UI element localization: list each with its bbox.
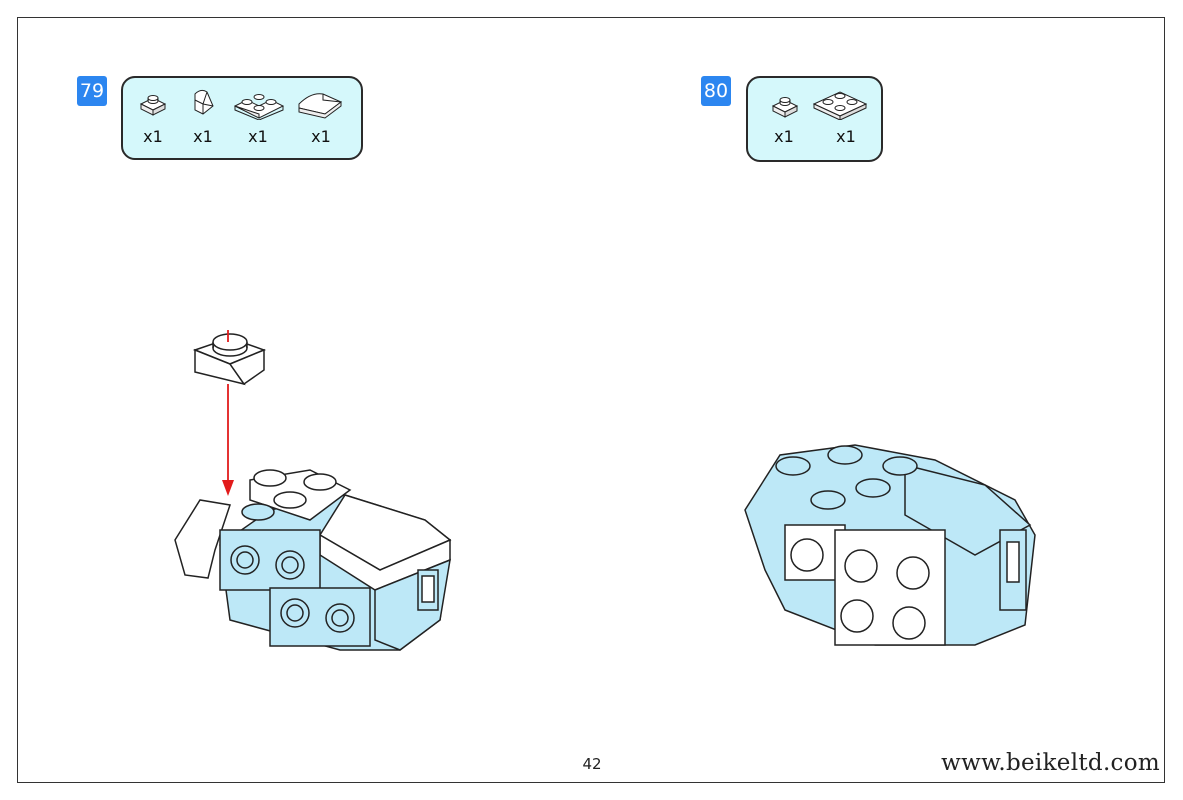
plate-2x2-corner-icon — [229, 86, 289, 120]
step-80-model — [744, 444, 1036, 646]
step-number-badge: 79 — [77, 76, 107, 106]
tile-slope-icon — [293, 86, 349, 120]
page-frame — [17, 17, 1165, 783]
part-quantity: x1 — [311, 127, 331, 146]
part-quantity: x1 — [836, 127, 856, 146]
submarine-body — [174, 469, 452, 651]
part-quantity: x1 — [248, 127, 268, 146]
curved-slope-icon — [178, 86, 228, 120]
step-79-model — [174, 330, 452, 651]
new-plate-1x1 — [192, 333, 267, 386]
placement-arrow — [222, 330, 234, 496]
page-number: 42 — [582, 755, 602, 773]
part-quantity: x1 — [193, 127, 213, 146]
parts-callout: x1 x1 x1 x1 — [121, 76, 363, 160]
website-url: www.beikeltd.com — [941, 750, 1160, 776]
plate-1x1-icon — [760, 88, 810, 120]
step-number-badge: 80 — [701, 76, 731, 106]
parts-callout: x1 x1 — [746, 76, 883, 162]
plate-2x2-icon — [810, 86, 870, 120]
plate-1x1-icon — [128, 86, 178, 118]
submarine-body — [744, 444, 1036, 646]
part-quantity: x1 — [143, 127, 163, 146]
part-quantity: x1 — [774, 127, 794, 146]
